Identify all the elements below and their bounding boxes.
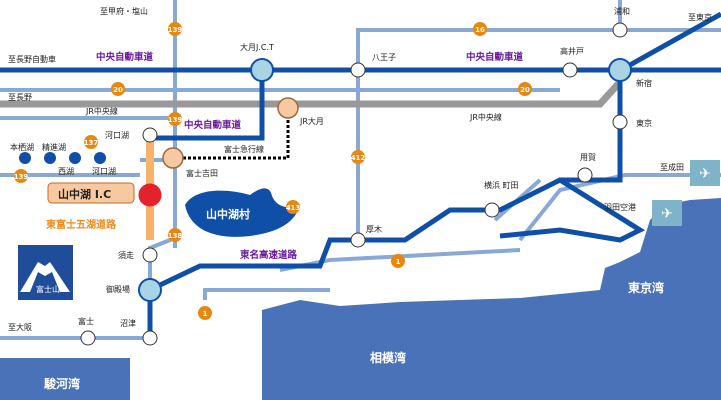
sea-labels: 相模湾 駿河湾 東京湾: [44, 280, 664, 391]
route-shields: [14, 22, 532, 320]
label-motosu: 本栖湖: [10, 142, 34, 152]
jr-chuo-line: [0, 79, 623, 108]
label-jr-otsuki: JR大月: [299, 116, 324, 126]
airport-icons: ✈ ✈: [652, 160, 720, 226]
label-jr-chuo-right: JR中央線: [469, 112, 502, 122]
label-to-narita: 至成田: [660, 162, 684, 172]
label-chuo-expwy-left: 中央自動車道: [96, 51, 154, 63]
label-yamanakako-lake: 山中湖村: [206, 207, 250, 221]
route-1-right: 1: [396, 258, 401, 266]
label-sagami-bay: 相模湾: [370, 350, 406, 365]
expressway-names: 中央自動車道 中央自動車道 中央自動車道 東名高速道路: [96, 51, 524, 261]
route-138: 138: [168, 232, 183, 240]
label-yoga: 用賀: [580, 152, 596, 162]
label-atsugi: 厚木: [366, 224, 382, 234]
route-139-mid: 139: [168, 116, 183, 124]
plane-icon-narita: ✈: [699, 166, 711, 182]
label-urawa: 浦和: [614, 6, 630, 16]
route-137: 137: [84, 139, 99, 147]
label-yamanakako-ic: 山中湖 I.C: [58, 187, 111, 201]
label-kawaguchiko: 河口湖: [105, 130, 129, 140]
label-shinjuku: 新宿: [636, 78, 652, 88]
label-jr-chuo-left: JR中央線: [85, 106, 118, 116]
yamanakako-lake-shape: [185, 188, 300, 237]
route-20-left: 20: [113, 86, 123, 94]
route-1-left: 1: [203, 310, 208, 318]
label-subashiri: 須走: [118, 251, 134, 260]
route-139-left: 139: [14, 173, 29, 181]
place-labels: 至甲府・塩山 至長野自動車 至長野 至東京 至成田 至大阪 JR中央線 JR中央…: [8, 6, 712, 332]
label-fuji: 富士: [78, 316, 94, 326]
plane-icon-haneda: ✈: [661, 206, 673, 222]
label-to-oosaka: 至大阪: [8, 322, 32, 332]
label-suruga-bay: 駿河湾: [44, 376, 80, 391]
label-fujiyoshida: 富士吉田: [186, 168, 218, 178]
label-numazu: 沼津: [120, 318, 136, 328]
route-20-right: 20: [520, 86, 530, 94]
label-kawaguchiko-lake: 河口湖: [92, 166, 116, 176]
fuji-kyuko-line: [173, 108, 290, 160]
label-tomei: 東名高速道路: [239, 249, 298, 261]
label-gotemba: 御殿場: [106, 284, 130, 294]
route-16: 16: [475, 26, 485, 34]
yamanakako-ic-box: [47, 182, 135, 204]
label-hachioji: 八王子: [372, 53, 396, 62]
suruga-bay: [0, 358, 130, 400]
label-to-tokyo-ooizumi: 至東京: [688, 12, 712, 22]
label-fuji-kyuko: 富士急行線: [224, 144, 264, 154]
mount-fuji-icon: [18, 245, 73, 300]
label-takaido: 高井戸: [560, 46, 584, 56]
label-haneda: 羽田空港: [604, 202, 636, 212]
label-tokyo-bay: 東京湾: [628, 280, 664, 295]
label-higashi-fuji-goko: 東富士五湖道路: [46, 218, 117, 231]
label-yokohama-machida: 横浜 町田: [484, 180, 519, 190]
station-nodes: [80, 22, 632, 346]
label-to-nagano: 至長野: [8, 93, 32, 102]
sagami-bay: [262, 198, 721, 400]
route-412: 412: [351, 154, 366, 162]
label-to-kofu-shiozan: 至甲府・塩山: [100, 6, 148, 16]
fuji-five-lakes: [19, 152, 106, 164]
route-shield-numbers: 139 139 139 138 137 20 20 16 412 413 1 1: [14, 26, 530, 318]
label-tokyo: 東京: [636, 118, 652, 128]
label-saiko: 西湖: [58, 167, 74, 176]
label-shoji: 精進湖: [42, 142, 66, 152]
route-413: 413: [286, 204, 301, 212]
route-139-top: 139: [168, 26, 183, 34]
label-otsuki-jct: 大月J.C.T: [240, 42, 274, 52]
label-to-nagano-expwy: 至長野自動車: [8, 54, 56, 64]
label-chuo-expwy-right: 中央自動車道: [466, 51, 524, 63]
label-chuo-expwy-center: 中央自動車道: [184, 119, 242, 131]
label-fujisan: 富士山: [36, 284, 60, 294]
